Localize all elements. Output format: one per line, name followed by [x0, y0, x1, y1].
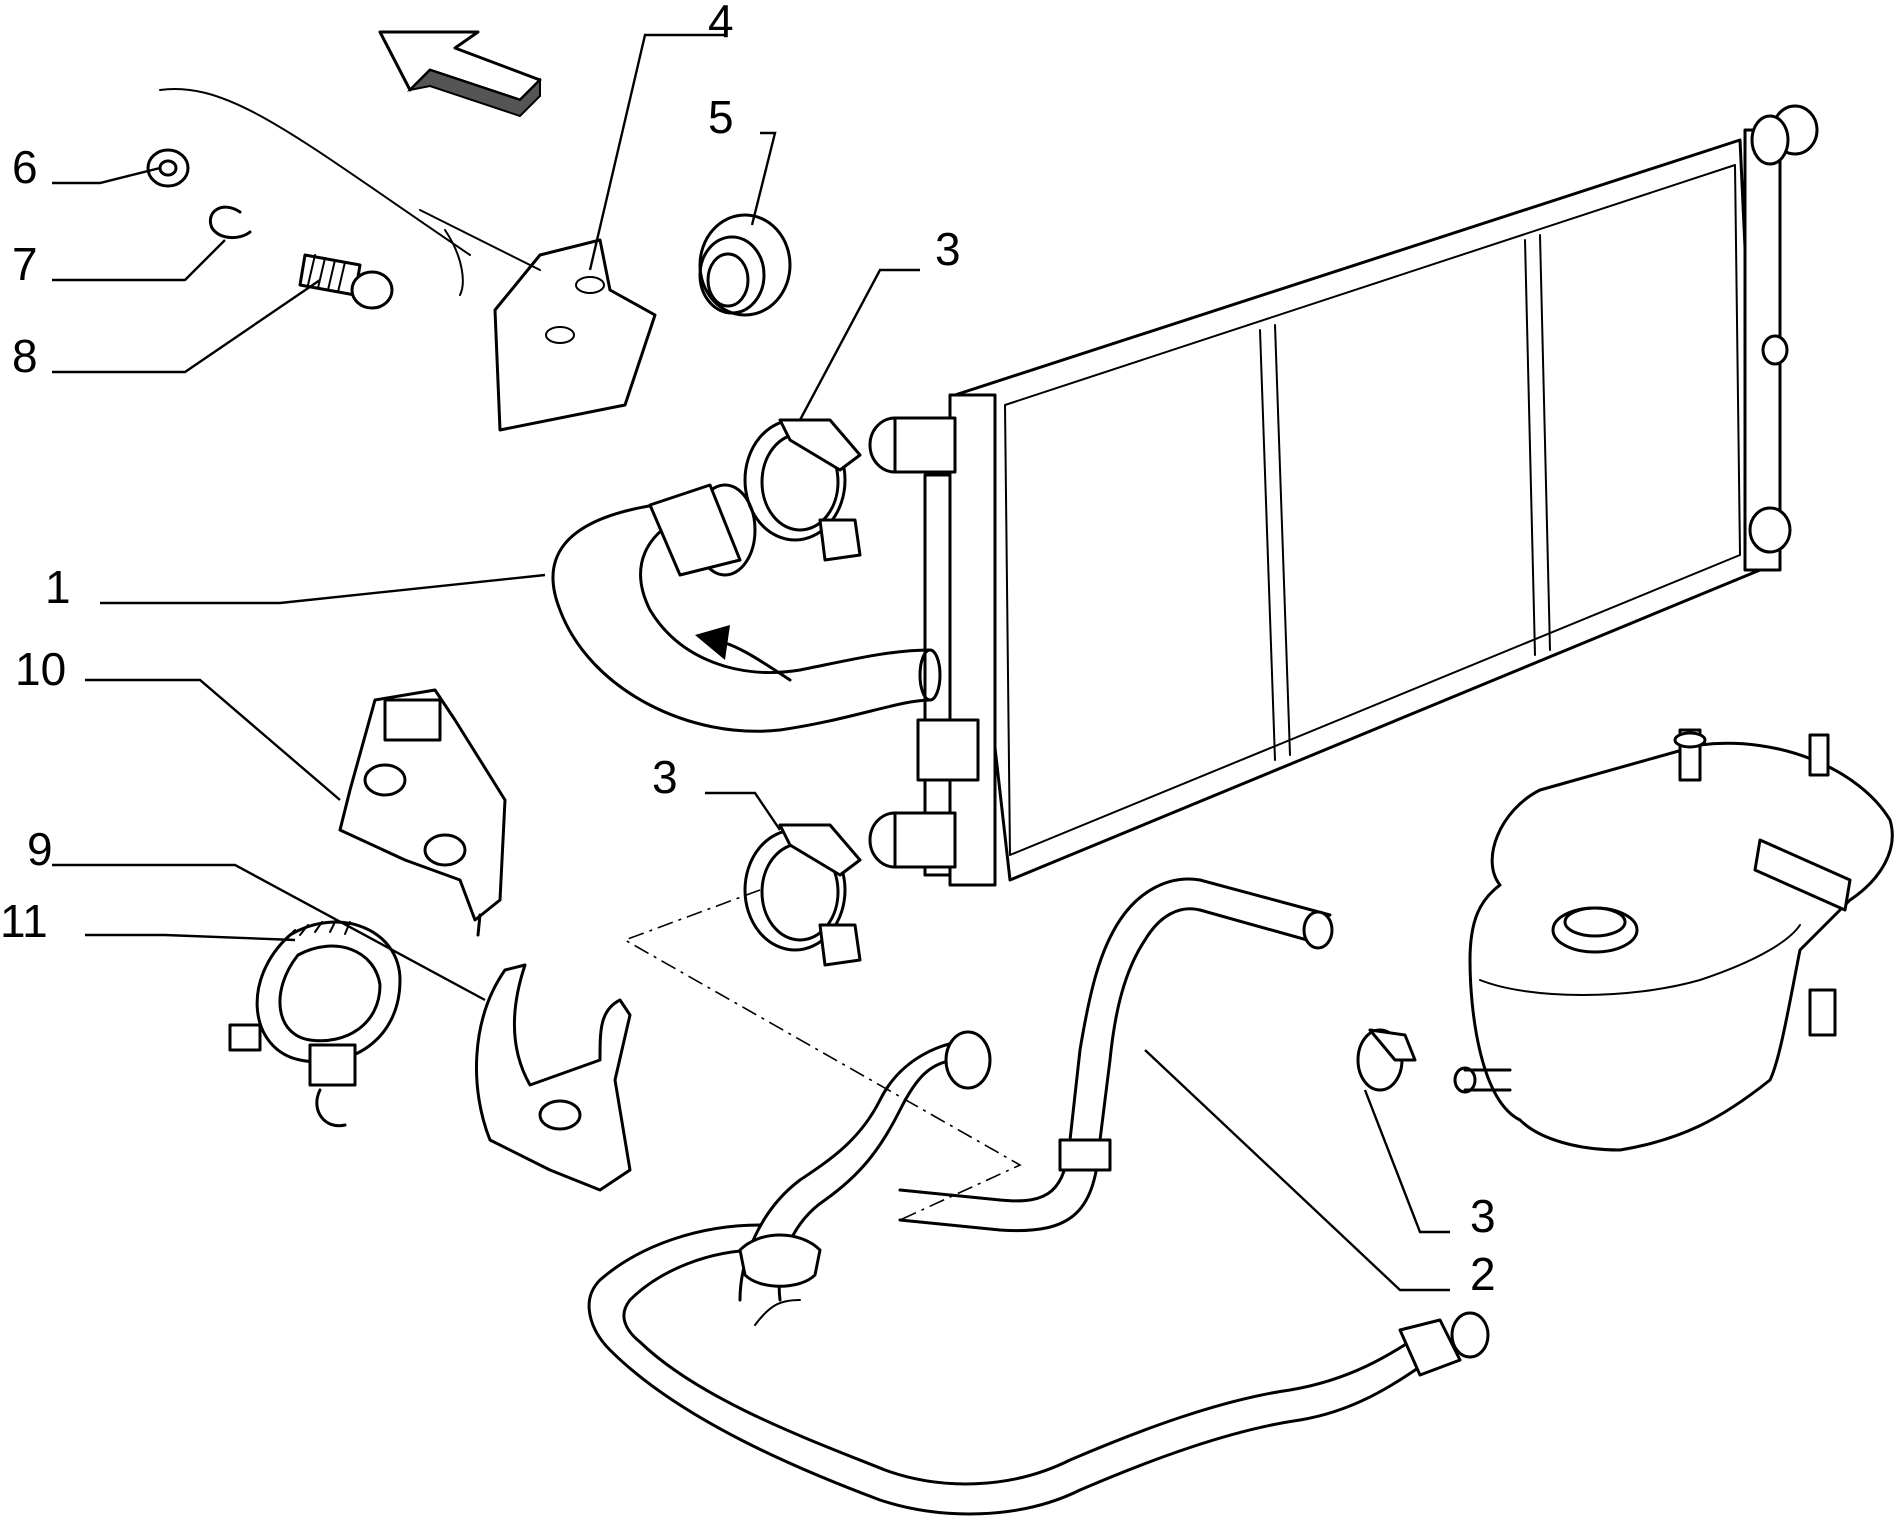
alignment-line — [623, 889, 1022, 1221]
hose-clamp-upper — [743, 418, 862, 562]
spring-clip — [208, 205, 252, 239]
callout-3-upper: 3 — [935, 223, 961, 275]
hose-clamp-small — [1356, 1028, 1417, 1092]
callout-5: 5 — [708, 91, 734, 143]
hose-holder-clip-10 — [338, 688, 507, 937]
callout-6: 6 — [12, 141, 38, 193]
callout-9: 9 — [27, 823, 53, 875]
radiator — [868, 104, 1819, 887]
callout-8: 8 — [12, 330, 38, 382]
hose-clamp-lower — [743, 823, 862, 967]
callout-7: 7 — [12, 238, 38, 290]
callout-3-lower: 3 — [1470, 1190, 1496, 1242]
bolt — [298, 253, 394, 310]
callout-3-middle: 3 — [652, 751, 678, 803]
callout-4: 4 — [708, 0, 734, 47]
callout-1: 1 — [45, 561, 71, 613]
expansion-tank — [1453, 728, 1894, 1152]
mounting-bracket — [159, 88, 657, 432]
hose-holder-clip-11 — [228, 919, 402, 1128]
washer — [146, 148, 190, 188]
callout-10: 10 — [15, 643, 66, 695]
callout-labels: 6 7 8 4 5 3 1 10 3 9 11 3 2 — [0, 0, 1496, 1300]
lower-hose-assembly — [587, 877, 1490, 1516]
leader-lines — [52, 33, 1450, 1292]
callout-2: 2 — [1470, 1248, 1496, 1300]
callout-11: 11 — [0, 895, 48, 947]
rubber-grommet — [698, 213, 792, 317]
coolant-flow-arrow-icon — [695, 625, 792, 682]
upper-radiator-hose — [551, 483, 942, 733]
front-direction-arrow-icon — [378, 30, 542, 118]
hose-support-9 — [474, 963, 632, 1192]
